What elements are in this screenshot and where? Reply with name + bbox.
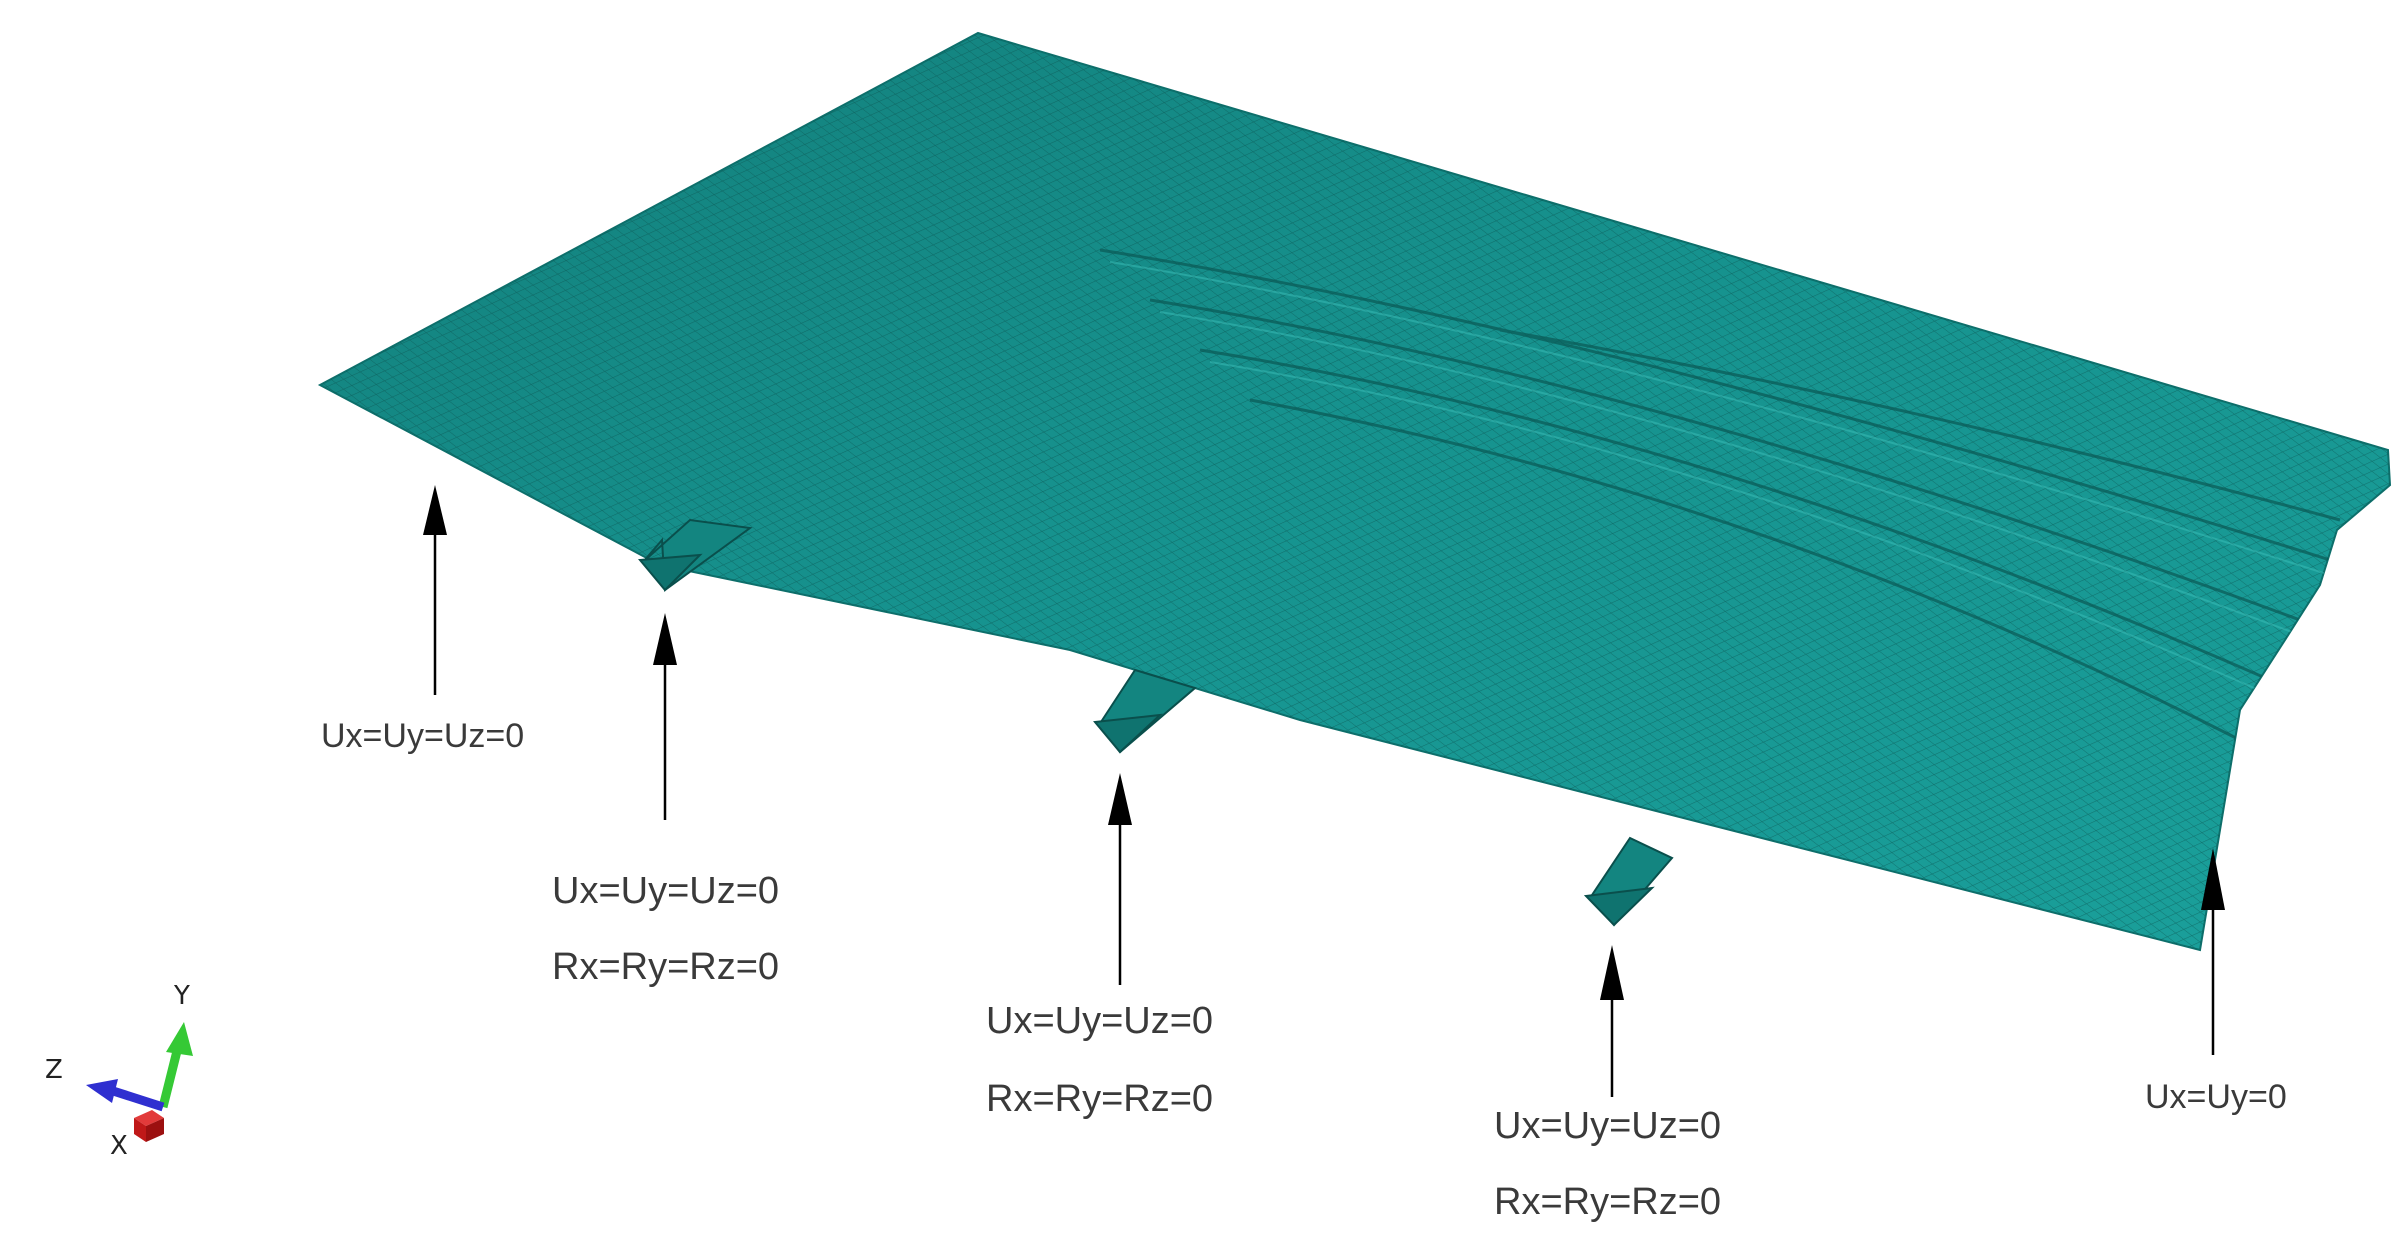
stiffener-1-translation-label: Ux=Uy=Uz=0 (552, 870, 780, 912)
arrow-stiffener-3 (1600, 945, 1624, 1097)
axis-y-arrow (158, 1022, 193, 1109)
axis-x-label: X (110, 1131, 128, 1161)
arrow-stiffener-1 (653, 613, 677, 820)
arrow-right-edge (2201, 848, 2225, 1055)
left-edge-constraint-label: Ux=Uy=Uz=0 (321, 717, 525, 755)
support-arrows (423, 485, 2225, 1097)
axis-x-cube (134, 1110, 164, 1142)
stiffener-3-rotation-label: Rx=Ry=Rz=0 (1494, 1181, 1722, 1223)
stiffener-1-rotation-label: Rx=Ry=Rz=0 (552, 946, 780, 988)
axis-z-arrow (86, 1079, 165, 1112)
coordinate-triad (86, 1022, 193, 1142)
stiffener-2-translation-label: Ux=Uy=Uz=0 (986, 1000, 1214, 1042)
arrow-stiffener-2 (1108, 773, 1132, 985)
stiffener-3-translation-label: Ux=Uy=Uz=0 (1494, 1105, 1722, 1147)
plate-highlight-lines (1109, 261, 2331, 696)
plate-mesh (317, 31, 2392, 952)
axis-y-label: Y (174, 981, 190, 1011)
stiffener-2-rotation-label: Rx=Ry=Rz=0 (986, 1078, 1214, 1120)
arrow-left-edge (423, 485, 447, 695)
stiffener-3 (1583, 836, 1674, 927)
right-edge-constraint-label: Ux=Uy=0 (2145, 1078, 2287, 1116)
stiffener-2 (1093, 668, 1198, 754)
axis-z-label: Z (45, 1055, 63, 1085)
plate-fold-lines (1099, 248, 2341, 742)
stiffener-1 (638, 518, 753, 592)
